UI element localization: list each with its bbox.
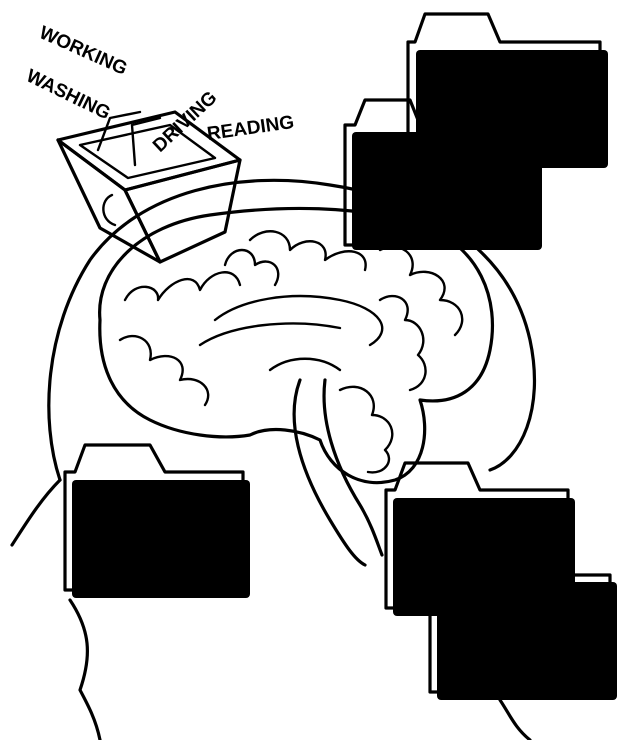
activity-washing: WASHING [23, 66, 114, 125]
folder-scary-label: SCARY [123, 495, 193, 517]
folder-scary: SCARY [65, 445, 250, 598]
folder-nostalgic-label: NOSTALGIC [383, 182, 494, 203]
activity-reading: READING [206, 112, 296, 145]
folder-romantic-label: ROMANTIC [466, 599, 574, 621]
activity-driving: DRIVING [149, 87, 221, 156]
folder-unpleasant: UNPLEASANT [408, 14, 608, 168]
activity-working: WORKING [36, 22, 130, 79]
folder-unpleasant-label: UNPLEASANT [432, 71, 569, 93]
folder-exciting-label: EXCITING [431, 517, 525, 539]
